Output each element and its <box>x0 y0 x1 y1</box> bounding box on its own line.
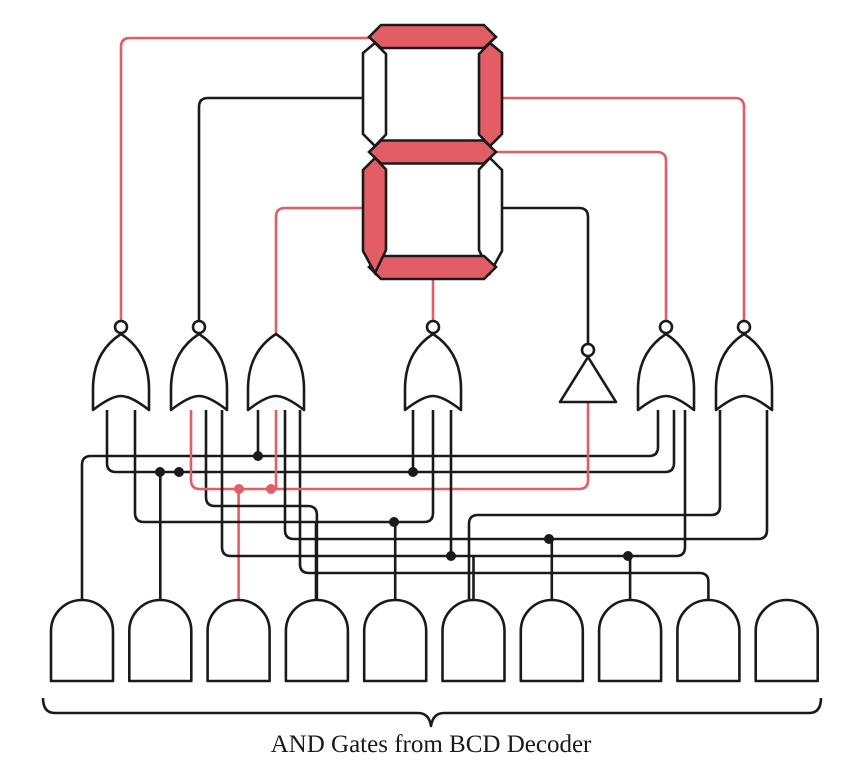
segment-a <box>367 23 498 50</box>
junction-dot <box>408 467 418 477</box>
junction-dot <box>253 451 263 461</box>
wire-segment-e <box>274 206 363 334</box>
segment-f <box>361 41 388 148</box>
junction-dot <box>446 551 456 561</box>
inverter-bubble <box>736 319 752 335</box>
and-gate-5 <box>441 598 506 683</box>
junction-dot <box>234 484 244 494</box>
inverter-bubble <box>113 319 129 335</box>
nor-gate-a <box>91 332 151 412</box>
caption: AND Gates from BCD Decoder <box>271 731 592 758</box>
junction-dot <box>389 517 399 527</box>
junction-dot <box>544 534 554 544</box>
junction-dot <box>623 551 633 561</box>
bus-539 <box>283 410 769 541</box>
and-gate-4 <box>362 598 428 683</box>
grouping-brace <box>41 697 823 728</box>
inverter-bubble <box>191 319 207 335</box>
and-gate-3 <box>284 598 350 683</box>
and-gate-1 <box>128 598 193 683</box>
and-gate-7 <box>597 598 663 683</box>
bus-and-8 <box>298 410 710 600</box>
bus-489-active <box>189 402 590 491</box>
segment-g <box>367 139 498 165</box>
nor-gate-d <box>403 332 463 412</box>
junction-dot <box>155 467 165 477</box>
wire-segment-g <box>490 150 668 321</box>
nor-gate-b <box>714 332 774 412</box>
wire-segment-f <box>197 96 363 321</box>
seven-segment-display <box>361 23 504 281</box>
and-gate-0 <box>49 598 115 683</box>
and-gate-2 <box>206 598 271 683</box>
and-gate-8 <box>676 598 741 683</box>
bus-and-3 <box>204 410 319 600</box>
inverter-bubble <box>580 342 596 358</box>
junction-dot <box>174 467 184 477</box>
not-gate-c <box>558 355 618 404</box>
bus-556 <box>220 410 687 558</box>
inverter-bubble <box>425 319 441 335</box>
wire-segment-b <box>502 96 746 321</box>
wire-segment-a <box>119 36 378 321</box>
segment-e <box>361 156 388 276</box>
bus-472 <box>105 410 676 474</box>
bus-515 <box>467 410 722 600</box>
nor-gate-g <box>636 332 696 412</box>
junction-dot <box>266 484 276 494</box>
segment-b <box>477 41 504 148</box>
segment-d <box>367 254 498 281</box>
and-gate-9 <box>754 598 819 683</box>
and-gate-6 <box>519 598 585 683</box>
bus-and-0 <box>80 410 660 600</box>
nor-gate-e <box>246 332 306 412</box>
nor-gate-f <box>169 332 229 412</box>
inverter-bubble <box>658 319 674 335</box>
wire-segment-c <box>502 206 590 344</box>
